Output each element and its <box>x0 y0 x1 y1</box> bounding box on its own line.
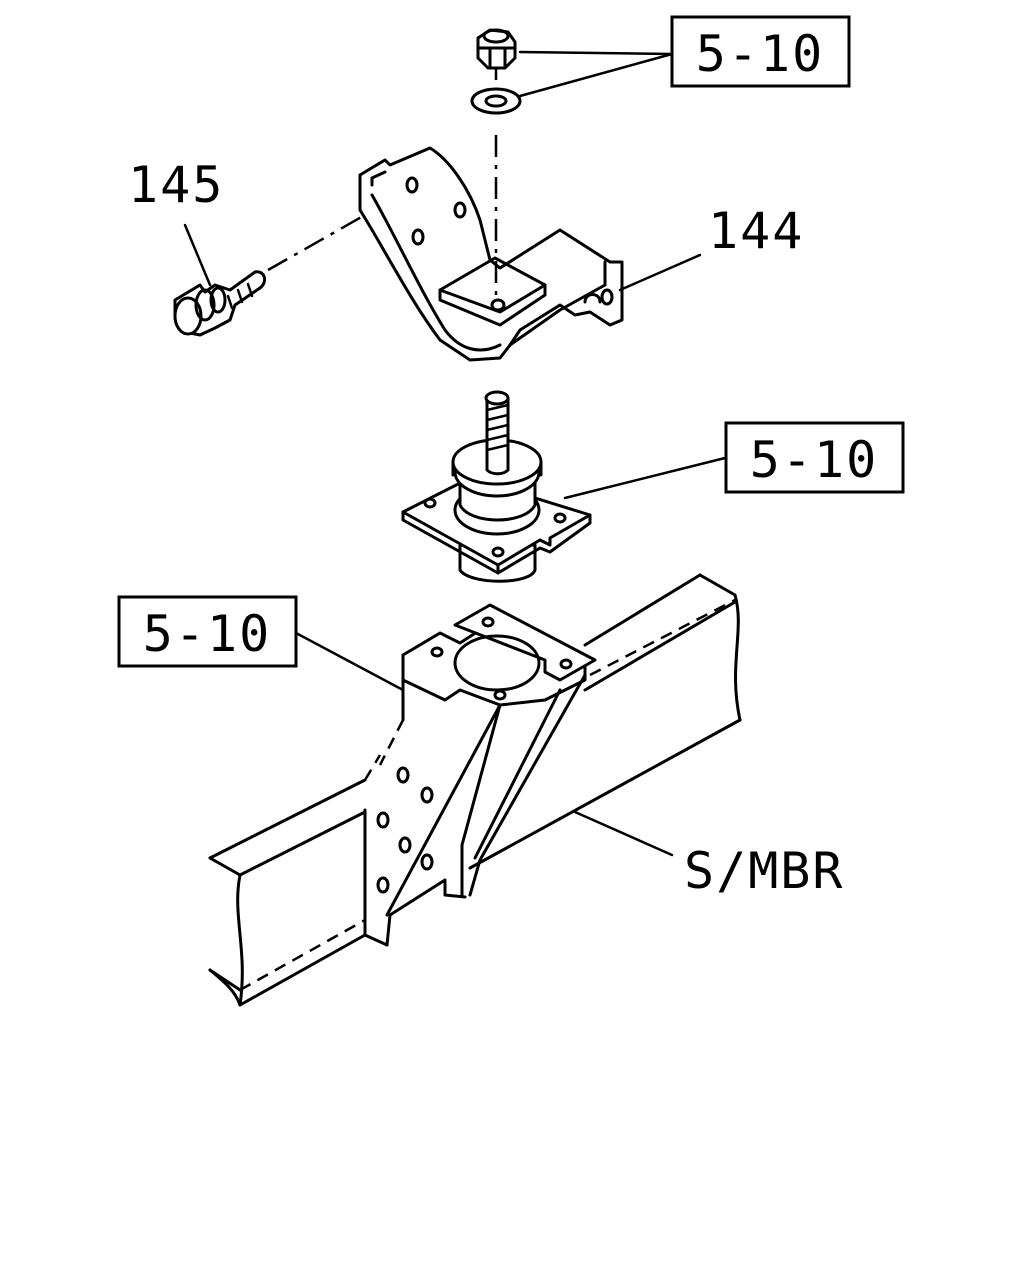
ref-label-mount-text: 5-10 <box>750 431 878 489</box>
nut-and-washer <box>470 28 522 115</box>
rubber-mount <box>401 390 592 583</box>
ref-label-nut-washer[interactable]: 5-10 <box>670 15 851 88</box>
part-number-145: 145 <box>128 156 224 214</box>
frame-member-label: S/MBR <box>684 842 845 900</box>
frame-bracket <box>363 603 597 947</box>
upper-bracket-144 <box>358 146 624 362</box>
ref-label-nut-washer-text: 5-10 <box>696 25 824 83</box>
part-number-144: 144 <box>708 202 804 260</box>
assembly-lines <box>267 68 498 300</box>
bolt-145 <box>173 270 267 337</box>
ref-label-bracket[interactable]: 5-10 <box>117 595 298 668</box>
ref-label-mount[interactable]: 5-10 <box>724 421 905 494</box>
side-member-frame <box>208 573 742 1007</box>
ref-label-bracket-text: 5-10 <box>143 605 271 663</box>
leader-lines <box>183 50 727 857</box>
